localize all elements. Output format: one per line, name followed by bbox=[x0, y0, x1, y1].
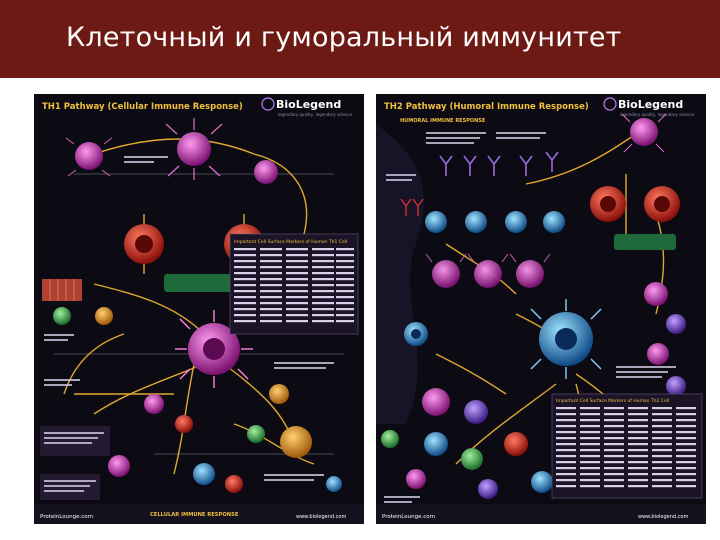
th1-tagline: legendary quality, legendary science bbox=[278, 112, 353, 117]
th1-footer-source: ProteinLounge.com bbox=[40, 514, 93, 520]
th2-antibody-icons bbox=[439, 151, 559, 176]
brand-logo-icon bbox=[603, 97, 617, 111]
th2-footer bbox=[376, 504, 706, 524]
th2-marker-table: Important Cell Surface Markers of Human … bbox=[551, 393, 703, 499]
th2-brand: BioLegend bbox=[618, 98, 683, 111]
th1-marker-table: Important Cell Surface Markers of Human … bbox=[229, 233, 359, 335]
th1-poster-title: TH1 Pathway (Cellular Immune Response) bbox=[42, 102, 243, 112]
th2-b-cell-proliferation bbox=[425, 253, 551, 288]
th2-granulocytes bbox=[381, 388, 553, 499]
th1-lower-cells bbox=[108, 384, 342, 493]
th2-footer-url: www.biolegend.com bbox=[638, 514, 688, 520]
th1-polarization-box bbox=[164, 274, 234, 292]
th1-b-cell bbox=[254, 160, 278, 184]
th1-dendritic-cell bbox=[165, 118, 223, 180]
th2-apc-cell bbox=[621, 113, 667, 153]
th1-table-title: Important Cell Surface Markers of Human … bbox=[234, 239, 347, 245]
th2-poster-title: TH2 Pathway (Humoral Immune Response) bbox=[384, 102, 589, 112]
th1-pathway-poster: TH1 Pathway (Cellular Immune Response) B… bbox=[34, 94, 364, 524]
th1-effector-cell bbox=[175, 310, 253, 388]
th1-footer-url: www.biolegend.com bbox=[296, 514, 346, 520]
th1-macrophage-cell bbox=[65, 137, 113, 177]
slide-title-bar: Клеточный и гуморальный иммунитет bbox=[0, 0, 720, 78]
th1-footer-label: CELLULAR IMMUNE RESPONSE bbox=[150, 512, 239, 518]
th2-naive-cells bbox=[590, 186, 680, 222]
th2-polarization-box bbox=[614, 234, 676, 250]
th2-footer-source: ProteinLounge.com bbox=[382, 514, 435, 520]
th1-tissue-cells bbox=[42, 279, 113, 325]
th2-pathway-poster: TH2 Pathway (Humoral Immune Response) Bi… bbox=[376, 94, 706, 524]
th2-table-title: Important Cell Surface Markers of Human … bbox=[556, 398, 669, 404]
slide-title: Клеточный и гуморальный иммунитет bbox=[66, 22, 622, 53]
th2-subtitle: HUMORAL IMMUNE RESPONSE bbox=[400, 118, 486, 124]
th2-tagline: legendary quality, legendary science bbox=[620, 112, 695, 117]
th1-brand: BioLegend bbox=[276, 98, 341, 111]
th1-footer bbox=[34, 504, 364, 524]
th2-diagram: TH2 Pathway (Humoral Immune Response) Bi… bbox=[376, 97, 706, 524]
brand-logo-icon bbox=[261, 97, 275, 111]
th1-naive-tc-cell bbox=[124, 224, 164, 264]
th2-eosinophil-cells bbox=[644, 282, 686, 396]
th1-diagram: TH1 Pathway (Cellular Immune Response) B… bbox=[34, 97, 364, 524]
th2-plasma-cells-row bbox=[425, 211, 565, 233]
th2-plasma-cell bbox=[404, 322, 428, 346]
th1-response-box bbox=[40, 426, 110, 456]
th2-effector-cell bbox=[530, 299, 602, 379]
